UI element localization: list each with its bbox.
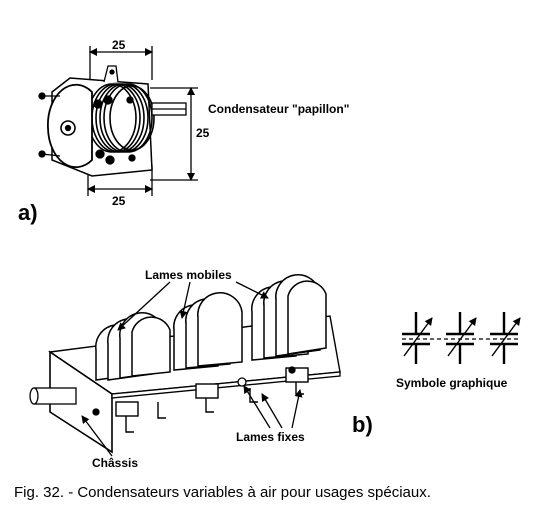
- variable-capacitor-symbol-1: [402, 312, 433, 364]
- fixed-plates-label: Lames fixes: [236, 430, 305, 444]
- symbol-label: Symbole graphique: [396, 376, 508, 390]
- butterfly-capacitor-drawing: [38, 46, 198, 196]
- part-label-b: b): [352, 412, 373, 437]
- dim-label-top: 25: [112, 38, 126, 52]
- capacitor-symbol-group: [402, 312, 521, 364]
- dim-label-right: 25: [196, 126, 210, 140]
- variable-capacitor-symbol-3: [490, 312, 521, 364]
- figure-caption: Fig. 32. - Condensateurs variables à air…: [14, 484, 431, 501]
- variable-capacitor-symbol-2: [446, 312, 477, 364]
- butterfly-capacitor-title: Condensateur "papillon": [208, 102, 350, 116]
- dim-label-bottom: 25: [112, 194, 126, 208]
- ganged-capacitor-drawing: [29, 274, 341, 457]
- moving-plates-label: Lames mobiles: [145, 268, 232, 282]
- part-label-a: a): [18, 200, 38, 225]
- chassis-label: Châssis: [92, 456, 139, 470]
